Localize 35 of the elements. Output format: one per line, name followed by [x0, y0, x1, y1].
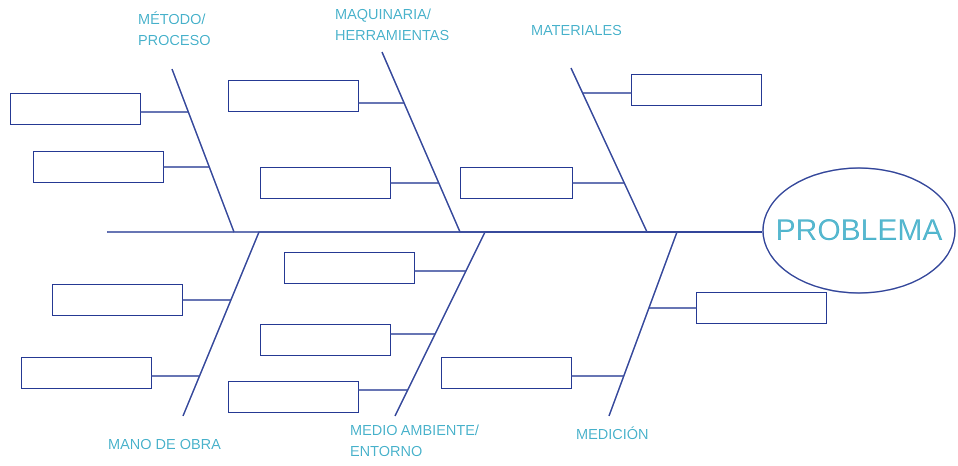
- category-label: MANO DE OBRA: [108, 431, 238, 459]
- branch-line: [391, 333, 436, 335]
- bone-line: [608, 231, 762, 416]
- branch-line: [415, 270, 466, 272]
- empty-box: [228, 80, 359, 112]
- category-label: MÉTODO/ PROCESO: [138, 10, 226, 52]
- category-label: MEDIO AMBIENTE/ ENTORNO: [350, 421, 490, 463]
- empty-box: [696, 292, 827, 324]
- branch-line: [573, 182, 624, 184]
- empty-box: [460, 167, 573, 199]
- category-label: MAQUINARIA/ HERRAMIENTAS: [335, 5, 463, 47]
- empty-box: [260, 324, 391, 356]
- empty-box: [631, 74, 762, 106]
- empty-box: [228, 381, 359, 413]
- branch-line: [141, 111, 188, 113]
- branch-line: [359, 102, 404, 104]
- branch-line: [582, 92, 631, 94]
- empty-box: [33, 151, 164, 183]
- branch-line: [359, 389, 408, 391]
- empty-box: [52, 284, 183, 316]
- problem-label: PROBLEMA: [776, 214, 942, 248]
- branch-line: [183, 299, 231, 301]
- branch-line: [152, 375, 200, 377]
- empty-box: [21, 357, 152, 389]
- problem-ellipse: [762, 167, 956, 294]
- category-label: MEDICIÓN: [576, 421, 676, 449]
- category-label: MATERIALES: [531, 17, 631, 45]
- empty-box: [441, 357, 572, 389]
- empty-box: [10, 93, 141, 125]
- branch-line: [572, 375, 624, 377]
- empty-box: [284, 252, 415, 284]
- branch-line: [648, 307, 696, 309]
- branch-line: [391, 182, 439, 184]
- branch-line: [164, 166, 210, 168]
- empty-box: [260, 167, 391, 199]
